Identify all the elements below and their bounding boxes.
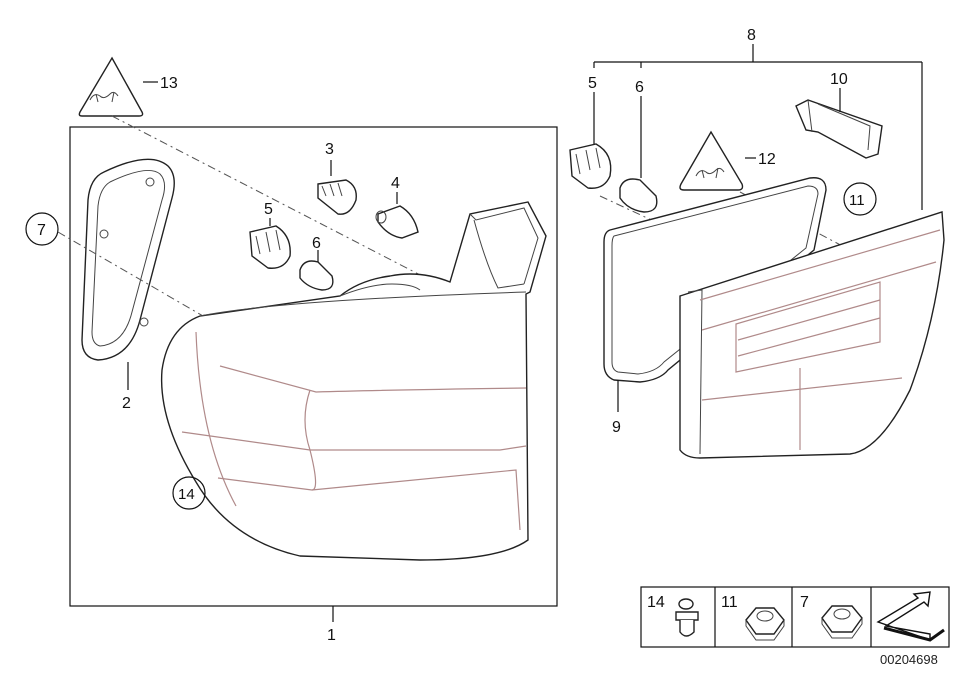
- inner-tail-light: [679, 211, 945, 459]
- callout-2: 2: [122, 395, 131, 412]
- mounting-bracket-10: [795, 88, 883, 159]
- callout-7: 7: [37, 222, 46, 239]
- bulb-6-left: [299, 250, 334, 291]
- gasket-9: [603, 177, 827, 412]
- callout-5-right: 5: [588, 75, 597, 92]
- legend-label-14: 14: [647, 594, 665, 611]
- bulb-4: [375, 192, 419, 239]
- legend-label-7: 7: [800, 594, 809, 611]
- document-number: 00204698: [880, 652, 938, 667]
- callout-3: 3: [325, 141, 334, 158]
- push-rivet-icon: [675, 598, 699, 637]
- bulb-6-right: [619, 96, 658, 213]
- fastener-legend: 14 11 7: [640, 586, 950, 648]
- bulb-socket-5-left: [249, 218, 291, 269]
- callout-1: 1: [327, 627, 336, 644]
- callout-8: 8: [747, 27, 756, 44]
- bracket-8: [593, 44, 923, 210]
- bulb-socket-5-right: [569, 92, 612, 189]
- bulb-socket-3: [317, 160, 357, 215]
- callout-13: 13: [160, 75, 178, 92]
- direction-arrow-icon: [876, 591, 945, 642]
- callout-11-circle: [843, 182, 877, 216]
- callout-10: 10: [830, 71, 848, 88]
- warning-label-12-icon: [679, 130, 756, 191]
- callout-14-circle: [172, 476, 206, 510]
- callout-9: 9: [612, 419, 621, 436]
- callout-7-circle: [25, 212, 59, 246]
- callout-14: 14: [178, 486, 195, 503]
- legend-label-11: 11: [721, 594, 738, 611]
- outer-tail-light-frame: [69, 126, 558, 607]
- callout-4: 4: [391, 175, 400, 192]
- warning-label-13-icon: [78, 56, 158, 117]
- hex-nut-icon: [821, 605, 863, 639]
- callout-12: 12: [758, 151, 776, 168]
- callout-11: 11: [849, 192, 865, 209]
- callout-6-right: 6: [635, 79, 644, 96]
- gasket-2: [81, 158, 175, 361]
- callout-6-left: 6: [312, 235, 321, 252]
- hex-nut-icon: [745, 607, 785, 641]
- outer-tail-light: [160, 201, 547, 561]
- callout-5-left: 5: [264, 201, 273, 218]
